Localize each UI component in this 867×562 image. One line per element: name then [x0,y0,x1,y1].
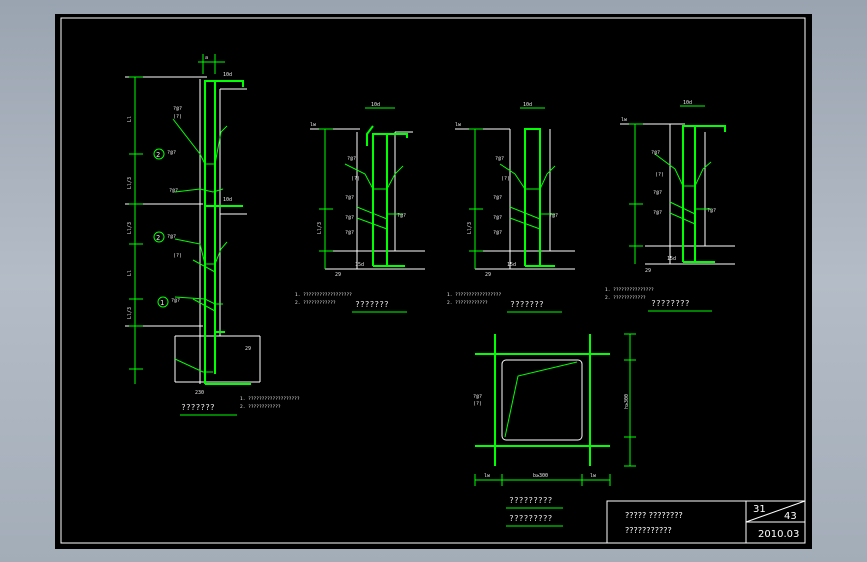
dim-10d: 10d [223,72,232,78]
detail-3-column: Ll/3 lw 10d ?@? (?) ?@? ?@? ?@? ?@? 15d … [447,102,575,313]
detail-4-note-2: 2. ???????????? [605,295,646,301]
plan-dim-lw-1: lw [484,473,491,479]
d3-tie-1: (?) [501,176,510,182]
plan-view: b≥300 h≥300 lw lw ?@? (?) ????????? ????… [473,333,636,527]
border-frame [60,17,806,544]
d2-rebar-4: ?@? [397,213,406,219]
sheet-total: 43 [784,511,797,522]
d4-rebar-3: ?@? [653,210,662,216]
dim-l-b: Ll [127,270,133,276]
d2-rebar-3: ?@? [345,215,354,221]
rebar-note-5: ?@? [171,298,180,304]
rebar-note-2: ?@? [167,150,176,156]
d2-dim-29: 29 [335,272,341,278]
tie-note-2: (?) [173,253,182,259]
d4-rebar-1: ?@? [651,150,660,156]
dim-l-a: Ll [127,116,133,122]
detail-4-caption: ???????? [651,299,690,308]
d4-rebar-2: ?@? [653,190,662,196]
detail-3-note-2: 2. ???????????? [447,300,488,306]
sheet-number: 31 [753,504,766,515]
d4-dim-10d: 10d [683,100,692,106]
plan-dim-lw-2: lw [590,473,597,479]
detail-4-note-1: 1. ??????????????? [605,287,654,293]
d3-dim-29: 29 [485,272,491,278]
detail-1-column: 2 2 1 Ll Ll/3 Ll/3 Ll Ll/3 10d 10d a ?@?… [125,54,300,416]
d3-rebar-1: ?@? [495,156,504,162]
dim-10d-b: 10d [223,197,232,203]
d3-dim-l3: Ll/3 [467,222,473,234]
title-block: ????? ???????? ??????????? 31 43 2010.03 [606,500,806,544]
detail-2-note-1: 1. ?????????????????? [295,292,352,298]
title-line-1: ????? ???????? [625,511,683,520]
dim-a: a [205,55,208,61]
rebar-note-4: ?@? [167,234,176,240]
d2-dim-lw: lw [310,122,317,128]
d2-dim-15d: 15d [355,262,364,268]
dim-l3-a: Ll/3 [127,177,133,189]
dim-l3-b: Ll/3 [127,222,133,234]
d3-dim-lw: lw [455,122,462,128]
d4-rebar-4: ?@? [707,208,716,214]
d3-rebar-2: ?@? [493,195,502,201]
rebar-note-1: ?@? [173,106,182,112]
drawing-sheet: 2 2 1 Ll Ll/3 Ll/3 Ll Ll/3 10d 10d a ?@?… [55,14,812,549]
detail-1-note-2: 2. ???????????? [240,404,281,410]
d4-tie-1: (?) [655,172,664,178]
circle-label-2a: 2 [156,151,160,159]
plan-rebar: ?@? [473,394,482,400]
detail-2-note-2: 2. ???????????? [295,300,336,306]
plan-dim-h: h≥300 [624,394,630,409]
d3-rebar-4: ?@? [549,213,558,219]
d2-dim-l3: Ll/3 [317,222,323,234]
plan-caption-1: ????????? [509,496,553,505]
rebar-note-3: ?@? [169,188,178,194]
tie-note-1: (?) [173,114,182,120]
dim-29: 29 [245,346,251,352]
title-line-2: ??????????? [625,526,672,535]
detail-3-note-1: 1. ????????????????? [447,292,501,298]
d2-rebar-1: ?@? [347,156,356,162]
d2-rebar-2: ?@? [345,195,354,201]
plan-caption-2: ????????? [509,514,553,523]
detail-3-caption: ??????? [510,300,544,309]
dim-l3-c: Ll/3 [127,307,133,319]
detail-2-caption: ??????? [355,300,389,309]
circle-label-2b: 2 [156,234,160,242]
d4-dim-lw: lw [621,117,628,123]
drawing-date: 2010.03 [758,529,799,540]
d3-rebar-5: ?@? [493,230,502,236]
d2-rebar-5: ?@? [345,230,354,236]
detail-1-note-1: 1. ??????????????????? [240,396,300,402]
drawing-canvas: 2 2 1 Ll Ll/3 Ll/3 Ll Ll/3 10d 10d a ?@?… [60,17,806,544]
detail-4-column: lw 10d ?@? (?) ?@? ?@? ?@? 15d 29 1. ???… [605,100,735,312]
detail-2-column: Ll/3 lw 10d ?@? (?) ?@? ?@? ?@? ?@? 15d … [295,102,425,313]
d3-dim-15d: 15d [507,262,516,268]
plan-dim-b: b≥300 [533,473,548,479]
circle-label-1: 1 [160,299,164,307]
d3-rebar-3: ?@? [493,215,502,221]
plan-tie: (?) [473,401,482,407]
d2-dim-10d: 10d [371,102,380,108]
detail-1-caption: ??????? [181,403,215,412]
d3-dim-10d: 10d [523,102,532,108]
d4-dim-15d: 15d [667,256,676,262]
dim-230: 230 [195,390,204,396]
d2-tie-1: (?) [351,176,360,182]
d4-dim-29: 29 [645,268,651,274]
